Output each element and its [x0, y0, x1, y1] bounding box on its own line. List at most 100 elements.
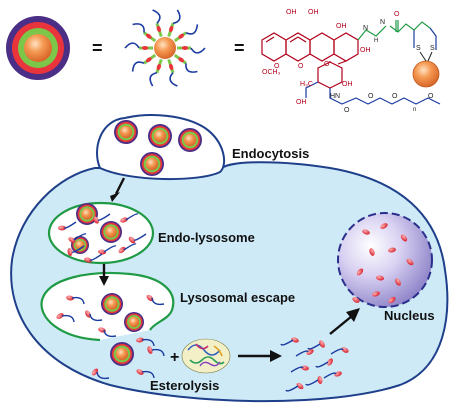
peg-chain — [149, 71, 158, 87]
drug-dot — [169, 25, 174, 33]
drug-molecule — [84, 257, 92, 263]
equals-sign-1: = — [92, 38, 103, 58]
peg-chain — [280, 339, 294, 346]
nuclear-drug — [406, 258, 414, 266]
label-o-peg3: O — [428, 93, 434, 100]
label-esterolysis: Esterolysis — [150, 378, 219, 393]
label-n1: N — [363, 25, 368, 32]
particle-core — [153, 129, 167, 143]
drug-molecule — [327, 358, 333, 366]
drug-molecule — [68, 237, 76, 243]
nuclear-drug — [376, 275, 384, 281]
drug-molecule — [301, 365, 309, 371]
peg-chain — [125, 213, 139, 221]
label-o-carbonyl: O — [394, 11, 400, 18]
drug-molecule — [128, 236, 136, 244]
peg-chain — [185, 24, 199, 35]
peg-chain — [124, 42, 140, 49]
peg-chain — [63, 221, 77, 229]
drug-molecule — [341, 347, 349, 353]
particle-core — [128, 316, 140, 328]
label-o-carb2: O — [344, 107, 350, 114]
particle-5 — [76, 203, 98, 225]
peg-chain — [290, 366, 304, 373]
particle-2 — [148, 124, 172, 148]
drug-molecule — [98, 249, 106, 255]
particle-core — [81, 208, 93, 220]
nuclear-drug — [388, 247, 396, 253]
peg-chain — [103, 329, 117, 338]
label-n-subscript: n — [413, 107, 416, 113]
nuclear-drug — [352, 297, 360, 303]
peg-chain — [152, 9, 161, 24]
peg-chain — [285, 385, 299, 392]
label-s2: S — [430, 45, 435, 52]
peg-chain — [89, 253, 103, 261]
peg-chain — [141, 370, 155, 379]
peg-chain — [172, 9, 181, 25]
drug-molecule — [319, 340, 325, 348]
label-oh-right: OH — [360, 47, 371, 54]
peg-chain — [307, 343, 321, 350]
nuclear-drug — [369, 248, 375, 256]
peg-chain — [323, 372, 337, 379]
drug-molecule — [93, 216, 99, 224]
particle-3 — [178, 128, 202, 152]
nuclear-drug — [362, 229, 370, 235]
peg-chain — [97, 213, 111, 221]
particle-1 — [114, 120, 138, 144]
label-o-ring2: O — [274, 63, 280, 70]
label-oh-mid: OH — [336, 23, 347, 30]
particle-core — [115, 347, 129, 361]
particle-core — [105, 226, 117, 238]
peg-chain — [71, 296, 85, 305]
nuclear-drug — [356, 268, 364, 276]
drug-molecule — [147, 346, 153, 354]
process-arrows — [99, 177, 360, 362]
legend-particle — [6, 16, 70, 80]
drug-molecule — [334, 371, 342, 377]
drug-molecule — [317, 376, 323, 384]
peg-chain — [132, 23, 145, 33]
label-o-peg2: O — [392, 93, 398, 100]
drug-molecule — [58, 225, 66, 231]
particle-core — [183, 133, 197, 147]
drug-dot — [178, 57, 185, 63]
particle-4 — [140, 152, 164, 176]
peg-chain — [315, 361, 329, 368]
nucleus — [337, 212, 433, 308]
drug-molecule — [291, 337, 299, 343]
peg-chain — [61, 314, 75, 323]
star-nanoparticle-icon — [124, 9, 206, 87]
drug-molecule — [136, 337, 144, 343]
peg-chain — [151, 297, 165, 306]
particle-6 — [100, 221, 122, 243]
nuclear-drug — [395, 278, 401, 286]
label-methoxy: OCH₃ — [262, 69, 281, 76]
drug-dot — [145, 33, 152, 39]
peg-chain — [131, 61, 145, 72]
label-oh-top1: OH — [286, 9, 297, 16]
star-core — [154, 37, 176, 59]
esterase-enzyme-icon — [181, 338, 231, 374]
label-endocytosis: Endocytosis — [232, 146, 309, 161]
drug-molecule — [85, 310, 91, 318]
label-o-peg1: O — [368, 93, 374, 100]
drug-molecule — [296, 382, 304, 390]
chemical-structure: OH OH OH OH O O OCH₃ O H₃C OH OH HN O O … — [261, 9, 441, 114]
label-endo-lysosome: Endo-lysosome — [158, 230, 255, 245]
peg-chain — [71, 245, 85, 253]
particles-and-drugs — [56, 120, 414, 392]
peg-chain — [169, 72, 178, 87]
nuclear-drug — [380, 223, 388, 229]
drug-dot — [181, 46, 189, 50]
drug-dot — [141, 46, 149, 50]
plus-sign: + — [170, 349, 179, 366]
label-o-low: O — [324, 61, 330, 68]
drug-molecule — [120, 217, 128, 223]
drug-dot — [178, 33, 185, 39]
particle-10 — [110, 342, 134, 366]
particle-9 — [124, 312, 144, 332]
label-hn: HN — [330, 93, 340, 100]
drug-molecule — [66, 295, 74, 301]
